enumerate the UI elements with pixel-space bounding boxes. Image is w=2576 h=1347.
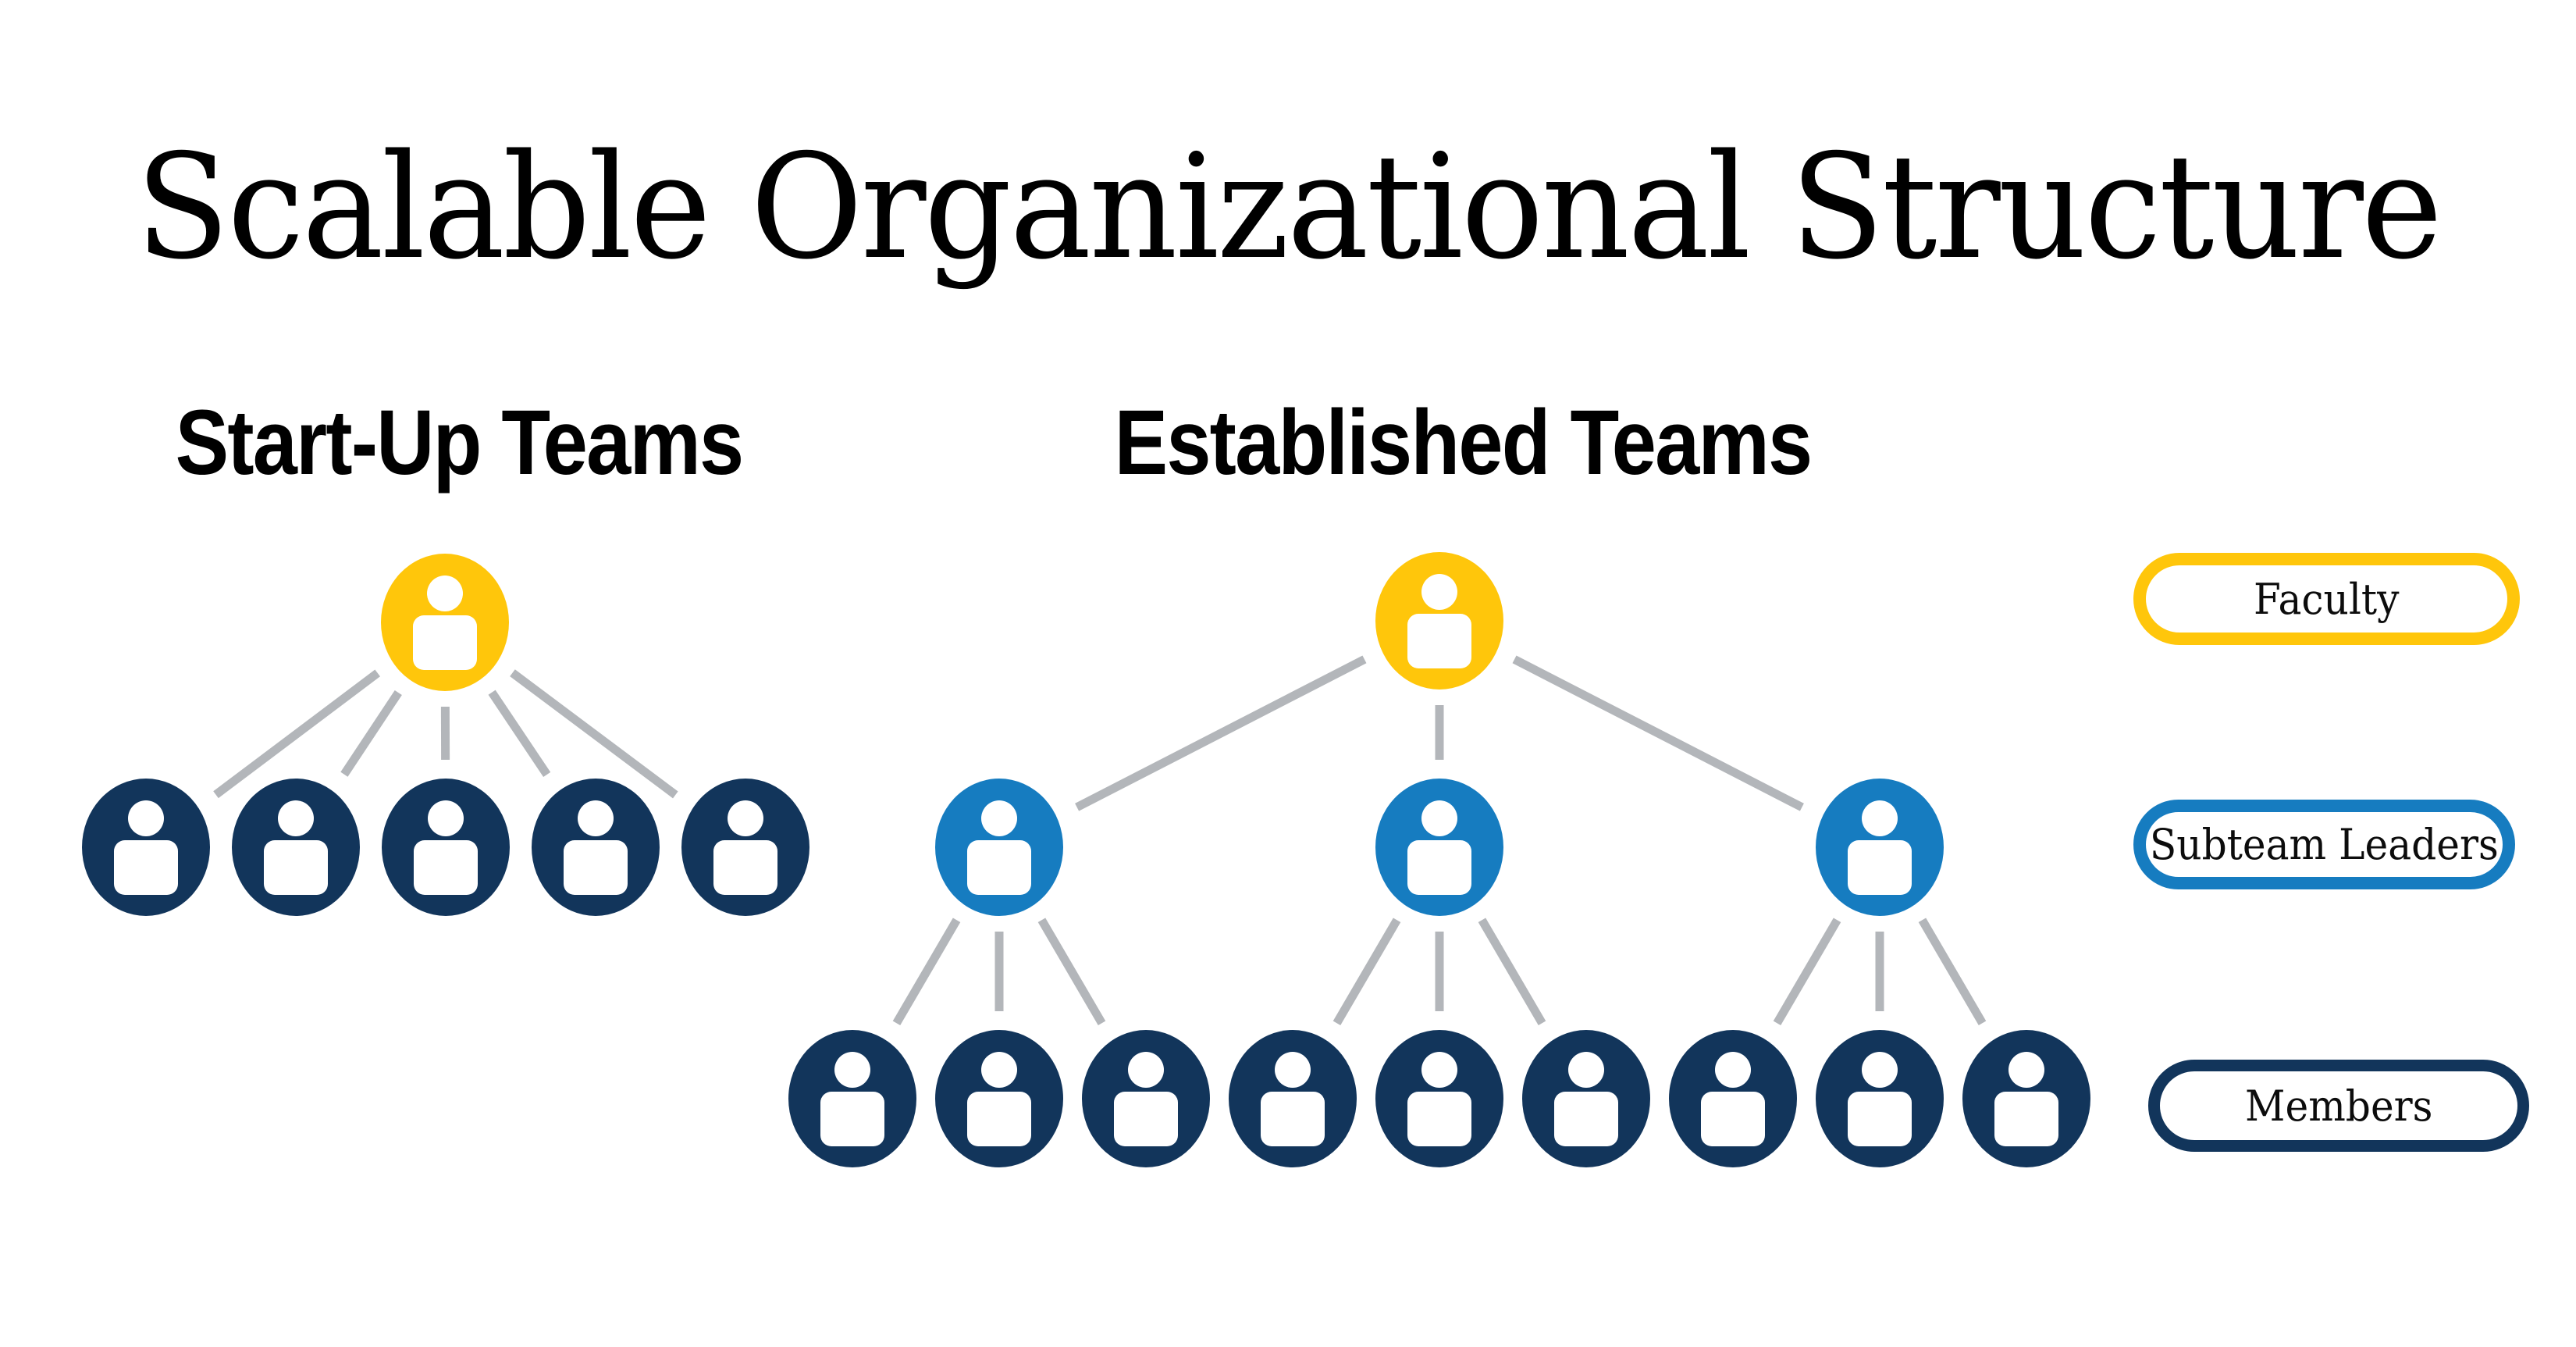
person-head (1421, 1052, 1457, 1088)
established-teams-heading: Established Teams (1114, 391, 1813, 494)
person-head (2008, 1052, 2044, 1088)
connector-line (1037, 918, 1106, 1026)
startup-teams-heading: Start-Up Teams (175, 391, 744, 494)
connector-line (340, 690, 402, 777)
person-icon-member (232, 779, 360, 916)
person-icon-subteam-leader (1375, 779, 1503, 916)
connector-line (1918, 918, 1987, 1026)
connector-line (213, 669, 380, 799)
legend-pill-members: Members (2148, 1060, 2529, 1152)
person-head (728, 800, 763, 836)
person-body (1701, 1092, 1765, 1146)
connector-line (488, 690, 551, 778)
connector-line (1773, 918, 1841, 1026)
person-body (114, 840, 178, 895)
person-icon-member (1229, 1030, 1357, 1167)
legend-label-subteam-leaders: Subteam Leaders (2150, 820, 2499, 869)
person-body (1407, 614, 1471, 668)
legend-label-members: Members (2244, 1081, 2433, 1131)
person-head (278, 800, 314, 836)
connector-line (1075, 655, 1367, 811)
person-head (428, 800, 464, 836)
connector-line (892, 918, 961, 1026)
connector-line (1332, 918, 1401, 1026)
person-icon-member (82, 779, 210, 916)
person-body (264, 840, 328, 895)
person-body (1407, 1092, 1471, 1146)
person-head (981, 1052, 1017, 1088)
person-head (1128, 1052, 1164, 1088)
person-head (427, 576, 463, 611)
legend-label-faculty: Faculty (2254, 574, 2400, 624)
person-body (713, 840, 777, 895)
person-body (414, 840, 478, 895)
person-body (1848, 1092, 1912, 1146)
legend-pill-subteam-leaders: Subteam Leaders (2133, 800, 2515, 889)
person-icon-member (532, 779, 660, 916)
person-body (967, 840, 1031, 895)
person-icon-subteam-leader (935, 779, 1063, 916)
person-head (1275, 1052, 1311, 1088)
page-title: Scalable Organizational Structure (135, 123, 2443, 291)
person-icon-member (935, 1030, 1063, 1167)
person-head (981, 800, 1017, 836)
person-body (1848, 840, 1912, 895)
person-body (1114, 1092, 1178, 1146)
person-icon-subteam-leader (1816, 779, 1944, 916)
person-icon-member (1375, 1030, 1503, 1167)
person-head (1421, 800, 1457, 836)
person-body (564, 840, 628, 895)
person-body (1554, 1092, 1618, 1146)
person-body (1407, 840, 1471, 895)
person-body (1994, 1092, 2058, 1146)
person-head (128, 800, 164, 836)
legend-pill-faculty: Faculty (2133, 553, 2520, 645)
person-body (413, 615, 477, 670)
person-body (820, 1092, 884, 1146)
person-head (834, 1052, 870, 1088)
person-icon-faculty (1375, 552, 1503, 690)
person-body (967, 1092, 1031, 1146)
person-icon-member (1816, 1030, 1944, 1167)
person-icon-member (1669, 1030, 1797, 1167)
person-icon-member (788, 1030, 916, 1167)
person-head (1421, 574, 1457, 610)
person-head (1862, 1052, 1898, 1088)
person-icon-member (1082, 1030, 1210, 1167)
person-icon-member (681, 779, 809, 916)
person-icon-member (1962, 1030, 2090, 1167)
person-icon-member (1522, 1030, 1650, 1167)
connector-line (1478, 918, 1546, 1026)
person-icon-faculty (381, 554, 509, 691)
person-icon-member (382, 779, 510, 916)
person-head (1568, 1052, 1604, 1088)
connector-line (1512, 655, 1804, 811)
person-head (1715, 1052, 1751, 1088)
person-head (1862, 800, 1898, 836)
person-head (578, 800, 614, 836)
connector-line (510, 669, 678, 799)
person-body (1261, 1092, 1325, 1146)
